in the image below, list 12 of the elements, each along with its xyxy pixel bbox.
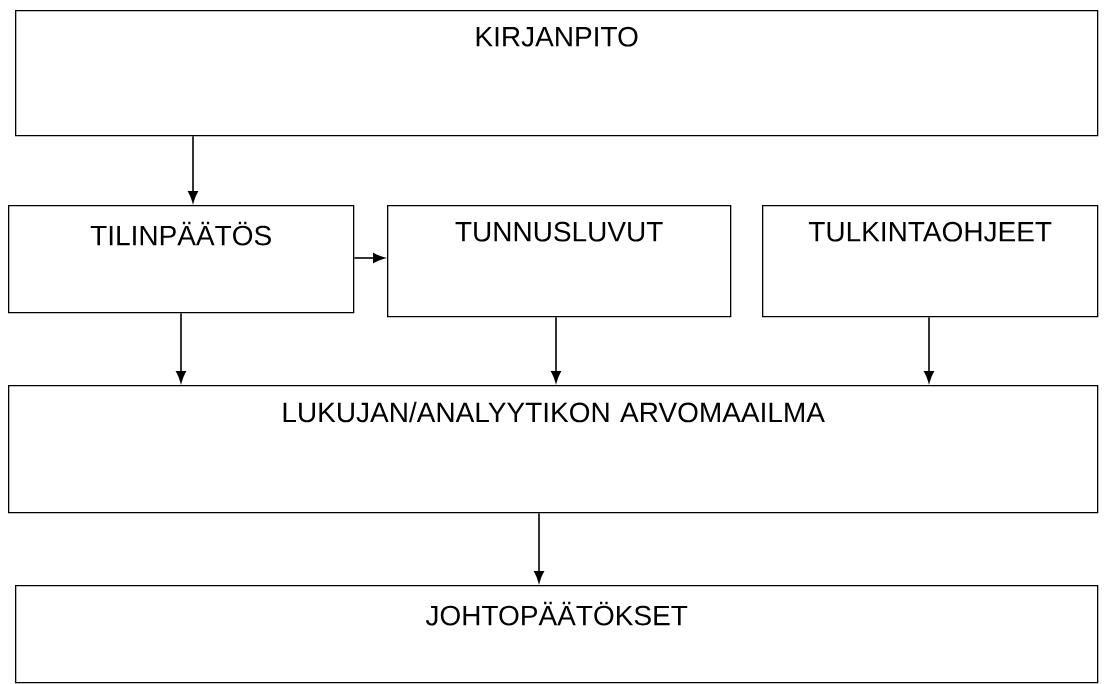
process-box: TUNNUSLUVUT [387, 205, 732, 318]
arrow [924, 316, 934, 383]
process-box: KIRJANPITO [15, 10, 1099, 137]
arrow [353, 253, 385, 263]
process-box: JOHTOPÄÄTÖKSET [15, 585, 1099, 684]
arrow [534, 512, 544, 583]
arrow [188, 135, 198, 203]
arrow [551, 316, 561, 383]
process-box: TULKINTAOHJEET [762, 205, 1099, 318]
process-box: TILINPÄÄTÖS [8, 205, 355, 314]
process-box: LUKUJAN/ANALYYTIKON ARVOMAAILMA [8, 385, 1099, 514]
arrow [176, 312, 186, 383]
